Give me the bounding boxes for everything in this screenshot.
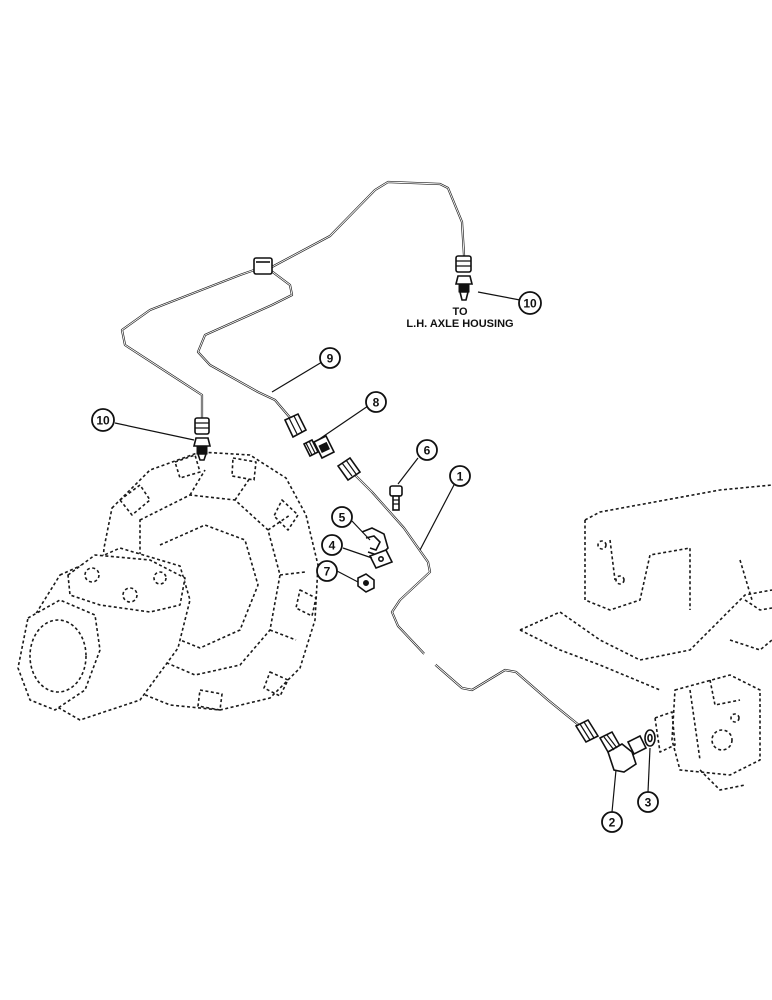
axle-housing-outline [17,451,319,721]
lower-brake-tube [346,466,582,728]
tube-nut-9 [283,412,308,439]
svg-text:1: 1 [457,470,464,484]
nut-7 [357,573,375,593]
callout-2: 2 [601,811,623,833]
svg-text:9: 9 [327,352,334,366]
callout-5: 5 [331,506,353,528]
tube-nut-1-lower [574,718,600,744]
adapter-8 [302,434,336,460]
elbow-2 [598,730,648,773]
callout-4: 4 [321,534,343,556]
tube-nut-1 [336,456,362,482]
callout-8: 8 [365,391,387,413]
svg-text:7: 7 [324,565,331,579]
callout-3: 3 [637,791,659,813]
note-line-1: TO [452,306,468,318]
callout-leaders [114,291,651,813]
upper-brake-tube [120,180,466,422]
fitting-10-lower [192,417,212,461]
svg-text:10: 10 [523,297,537,311]
svg-text:5: 5 [339,511,346,525]
callout-7: 7 [316,560,338,582]
transmission-housing-outline [519,484,772,791]
plate-4 [368,548,394,570]
callout-9: 9 [319,347,341,369]
fitting-10-upper [454,255,474,301]
callout-1: 1 [449,465,471,487]
svg-text:4: 4 [329,539,336,553]
destination-note: TO L.H. AXLE HOUSING [406,306,513,330]
bolt-6 [389,485,403,511]
svg-text:3: 3 [645,796,652,810]
svg-text:8: 8 [373,396,380,410]
note-line-2: L.H. AXLE HOUSING [406,318,513,330]
callout-6: 6 [416,439,438,461]
svg-text:2: 2 [609,816,616,830]
svg-text:10: 10 [96,414,110,428]
svg-text:6: 6 [424,444,431,458]
washer-3 [644,729,656,747]
callout-10-lower: 10 [91,408,115,432]
callout-10-upper: 10 [518,291,542,315]
